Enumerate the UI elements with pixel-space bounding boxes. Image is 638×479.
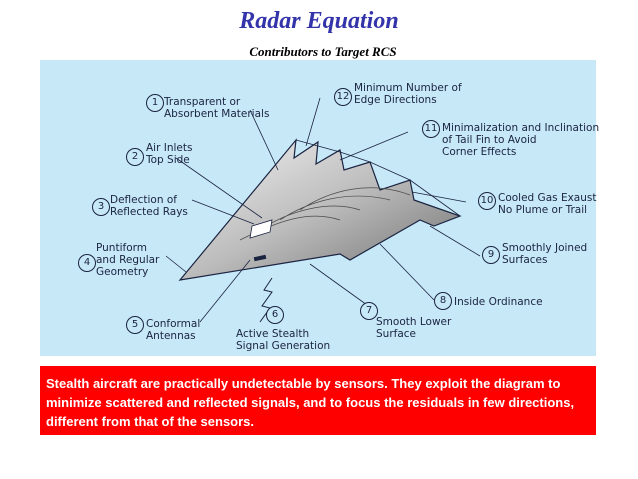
label-text-4: Puntiform and Regular Geometry [96, 242, 160, 278]
aircraft-drawing [165, 97, 481, 323]
label-number-8: 8 [434, 292, 452, 310]
slide-title: Radar Equation [239, 8, 399, 34]
label-number-11: 11 [422, 120, 440, 138]
label-text-6: Active Stealth Signal Generation [236, 328, 331, 352]
label-text-2: Air Inlets Top Side [146, 142, 193, 166]
air-inlet [249, 219, 273, 239]
label-number-2: 2 [126, 148, 144, 166]
antenna-mark [253, 254, 267, 262]
slide-subtitle: Contributors to Target RCS [249, 44, 397, 59]
aircraft-body [178, 138, 462, 281]
stealth-explanation-callout: Stealth aircraft are practically undetec… [40, 366, 596, 435]
label-text-1: Transparent or Absorbent Materials [164, 96, 270, 120]
label-number-10: 10 [478, 192, 496, 210]
label-number-5: 5 [126, 316, 144, 334]
label-number-9: 9 [482, 246, 500, 264]
label-text-5: Conformal Antennas [146, 318, 201, 342]
label-text-3: Deflection of Reflected Rays [110, 194, 188, 218]
aircraft-edge-detail [295, 139, 461, 217]
label-text-9: Smoothly Joined Surfaces [502, 242, 588, 266]
surface-contours [239, 187, 411, 241]
stealth-aircraft-diagram: 1 Transparent or Absorbent Materials 2 A… [40, 60, 600, 356]
label-text-8: Inside Ordinance [454, 296, 543, 308]
label-number-7: 7 [360, 302, 378, 320]
label-text-10: Cooled Gas Exaust No Plume or Trail [498, 192, 597, 216]
label-number-12: 12 [334, 88, 352, 106]
label-text-7: Smooth Lower Surface [376, 316, 452, 340]
label-text-11: Minimalization and Inclination of Tail F… [442, 122, 600, 158]
label-number-3: 3 [92, 198, 110, 216]
label-number-6: 6 [266, 306, 284, 324]
label-text-12: Minimum Number of Edge Directions [354, 82, 462, 106]
label-number-4: 4 [78, 254, 96, 272]
label-number-1: 1 [146, 94, 164, 112]
